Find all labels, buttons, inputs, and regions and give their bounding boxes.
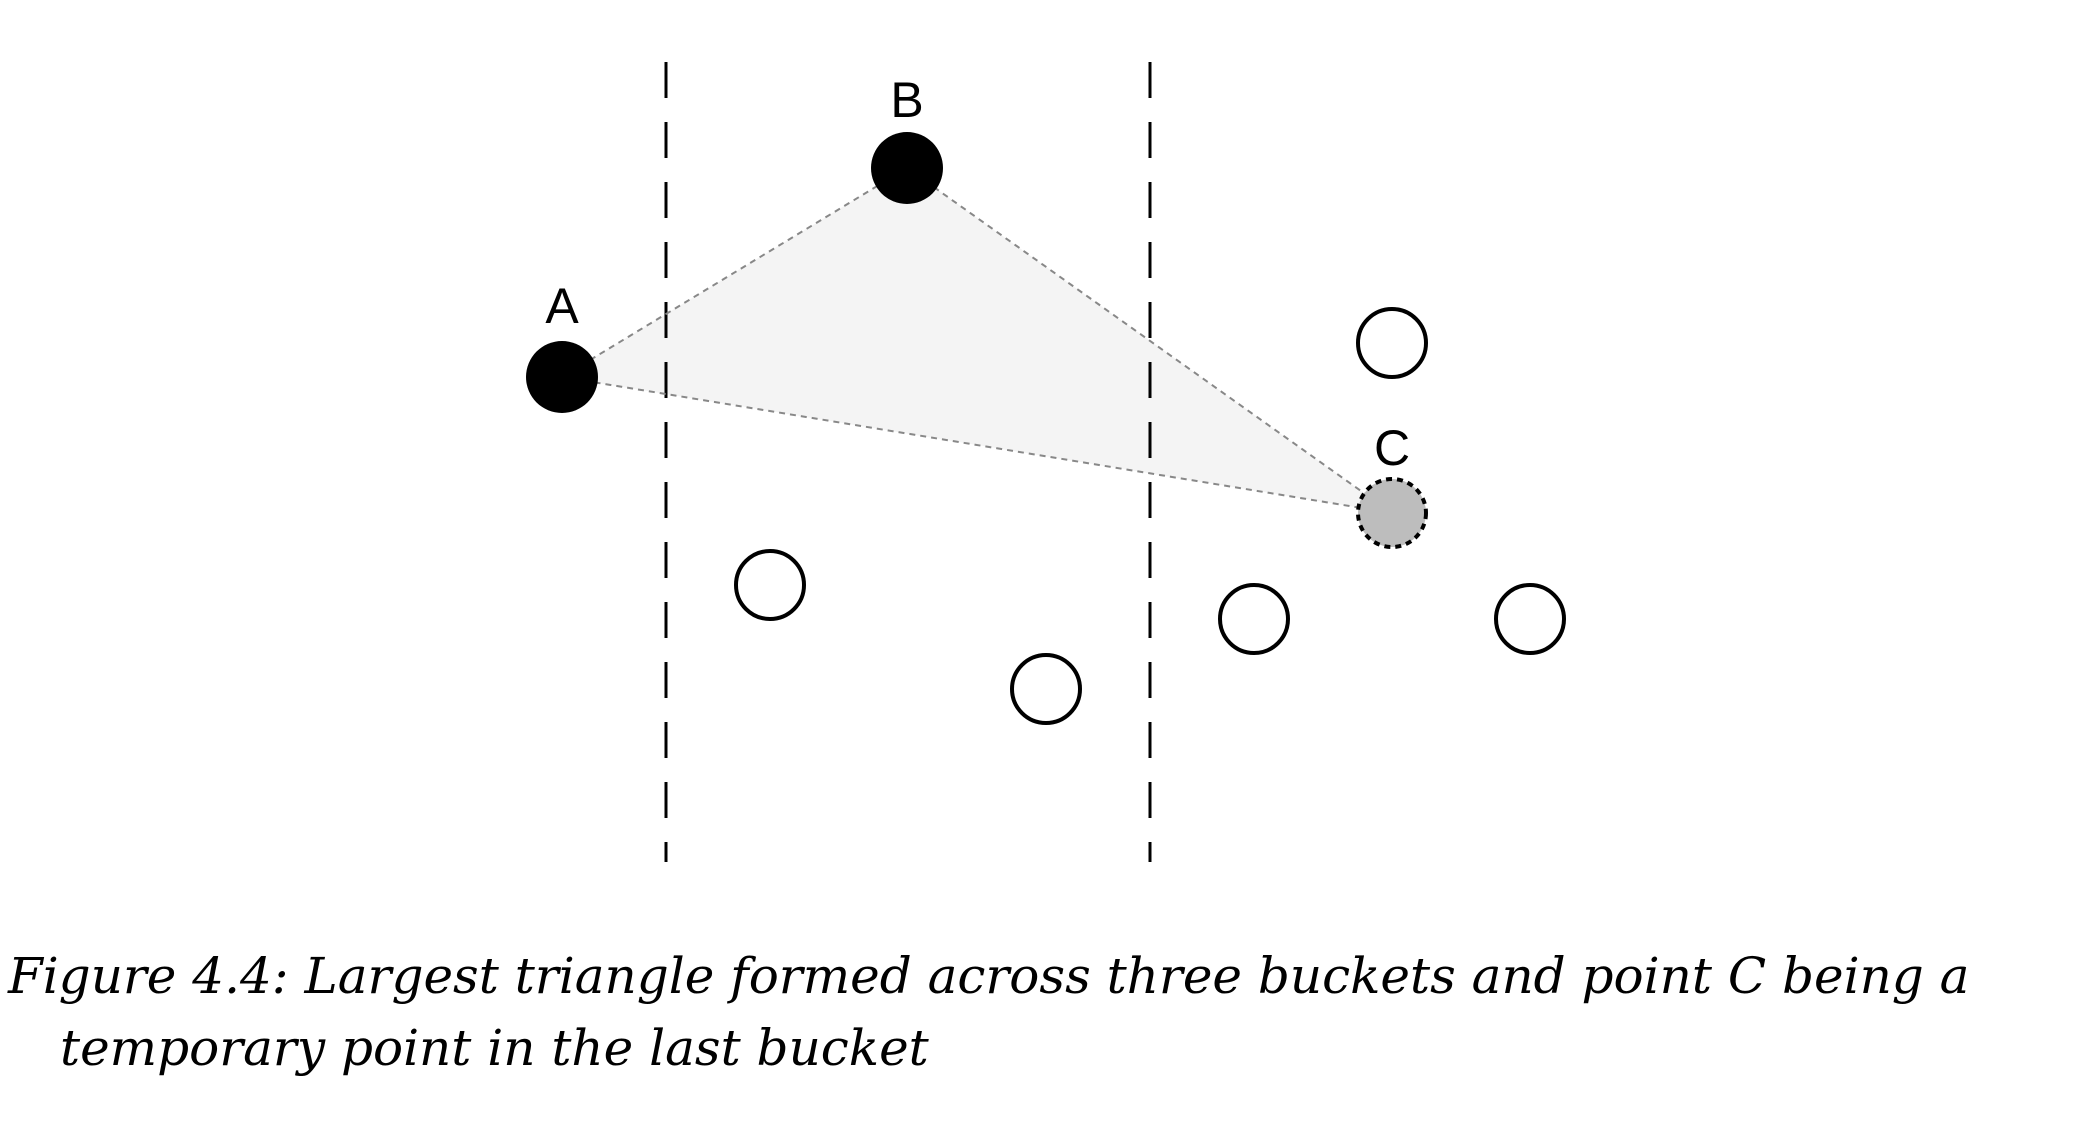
data-point — [734, 549, 806, 621]
point-a — [526, 341, 598, 413]
data-point — [1010, 653, 1082, 725]
caption-prefix: Figure 4.4: — [8, 947, 289, 1005]
point-c — [1356, 477, 1428, 549]
bucket-triangle-diagram: A B C — [526, 62, 1566, 862]
data-point — [1494, 583, 1566, 655]
caption-text: Largest triangle formed across three buc… — [60, 947, 1970, 1077]
triangle-edge-ac — [561, 376, 1393, 514]
data-point — [1356, 307, 1428, 379]
point-b — [871, 132, 943, 204]
largest-triangle — [562, 168, 1392, 513]
figure-caption: Figure 4.4: Largest triangle formed acro… — [8, 940, 2078, 1084]
point-a-label: A — [545, 278, 579, 334]
point-c-label: C — [1374, 420, 1410, 476]
data-point — [1218, 583, 1290, 655]
triangle-edge-ab — [561, 167, 908, 378]
point-b-label: B — [890, 72, 923, 128]
triangle-edge-bc — [906, 167, 1393, 514]
